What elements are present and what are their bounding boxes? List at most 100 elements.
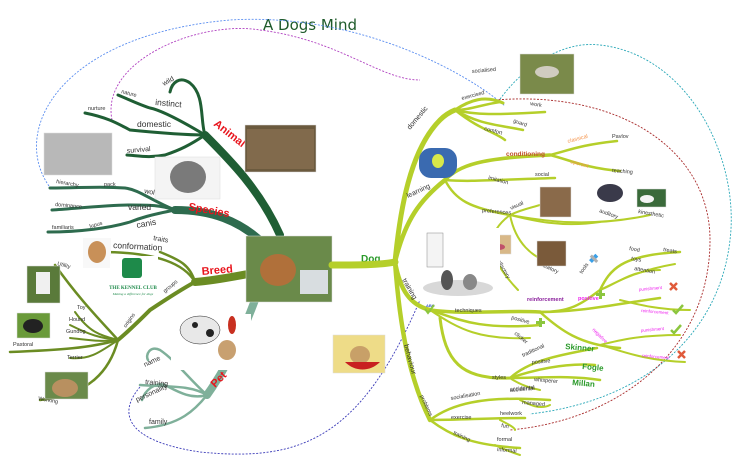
node-auditory: auditory (598, 208, 619, 220)
node-survival: survival (127, 146, 152, 155)
german-shepherd-eyes-photo (539, 186, 572, 218)
node-family: family (149, 419, 168, 426)
cross-icon (669, 282, 678, 291)
breed-branch (8, 250, 264, 402)
node-visual: visual (509, 200, 524, 211)
dog-branch (328, 97, 691, 456)
wolves-pack-photo (43, 132, 113, 176)
node-imitation: imitation (487, 175, 508, 186)
link-socialised-managed (497, 44, 732, 415)
gustatory-boxer-photo (536, 240, 567, 267)
node-accidental: accidental (510, 385, 535, 393)
node-lupus: lupus (89, 221, 103, 230)
plus-icon (536, 318, 545, 327)
node-managed: managed (522, 400, 545, 408)
node-pack: pack (104, 182, 116, 188)
node-varied: varied (128, 202, 151, 212)
abc-check-icon: ABC (424, 303, 435, 315)
node-traditional: traditional (521, 343, 545, 359)
node-gundog: Gundog (66, 329, 86, 335)
node-teaching: teaching (612, 168, 633, 176)
node-nurture: nurture (88, 106, 105, 112)
node-utility: Utility (56, 261, 71, 270)
node-food: food (629, 246, 641, 254)
status-icons: ABC (424, 253, 686, 359)
node-instinct: instinct (155, 97, 183, 109)
node-traits: traits (153, 235, 170, 245)
node-conditioning: conditioning (506, 151, 545, 158)
species-children: wolf pack hierarchy varied dominance can… (52, 179, 157, 231)
node-social: social (535, 172, 549, 178)
node-treats: treats (663, 247, 678, 255)
node-domestic-right: domestic (406, 105, 430, 131)
link-exercised-fun (494, 98, 711, 431)
behaviour-subtree: behaviour problems socialisation acciden… (402, 344, 545, 455)
breed-label[interactable]: Breed (201, 263, 233, 278)
node-skinner: Skinner (565, 342, 595, 354)
node-nature: nature (120, 89, 137, 99)
node-familiaris: familiaris (52, 225, 74, 231)
node-working: Working (38, 396, 59, 405)
node-hound: Hound (69, 317, 85, 323)
photos: THE KENNEL CLUB Making a difference for … (16, 53, 667, 400)
node-preferences: preferences (482, 208, 512, 217)
node-guard: guard (512, 118, 527, 128)
node-techniques: techniques (455, 308, 482, 314)
node-comfort: comfort (483, 126, 503, 137)
node-conformation: conformation (113, 240, 163, 253)
center-dog-figure (260, 254, 296, 286)
svg-text:ABC: ABC (426, 303, 435, 308)
link-domestic-domestic (110, 28, 421, 121)
node-pastoral: Pastoral (13, 342, 33, 348)
node-wolf: wolf (143, 188, 158, 197)
checkmark-icon (672, 304, 684, 315)
relationship-links (36, 18, 732, 455)
node-canis: canis (136, 217, 157, 230)
node-positive-style: positive (532, 358, 551, 366)
node-informal: informal (497, 447, 517, 455)
node-training: training (145, 379, 169, 388)
node-dominance: dominance (55, 202, 82, 210)
node-styles: styles (492, 375, 506, 381)
node-accidental-style: accidental (510, 386, 535, 394)
big-ears-dog-photo (597, 184, 623, 202)
plus-icon (596, 290, 605, 299)
node-formal: formal (497, 437, 512, 443)
checkmark-icon (670, 324, 682, 335)
node-socialised: socialised (472, 67, 497, 75)
dog-label[interactable]: Dog (361, 254, 380, 265)
animal-branch (83, 78, 284, 239)
node-kinesthetic: kinesthetic (638, 209, 665, 219)
node-socialisation: socialisation (450, 391, 481, 402)
node-pavlov: Pavlov (612, 134, 629, 140)
node-positive-technique: positive (510, 315, 530, 326)
node-work: work (529, 101, 543, 109)
animal-children: wild instinct nature domestic nurture su… (88, 76, 183, 155)
node-negative-reinforcement: reinforcement (642, 353, 671, 360)
kennel-club-name: THE KENNEL CLUB (109, 286, 157, 291)
node-fogle: Fogle (582, 362, 605, 373)
node-tools: tools (579, 262, 591, 275)
node-behaviour: behaviour (402, 344, 417, 376)
node-exercised: exercised (461, 90, 485, 102)
node-toy: Toy (77, 305, 86, 311)
node-heelwork: heelwork (500, 411, 522, 417)
cross-icon (677, 350, 686, 359)
node-reinforcement: reinforcement (527, 297, 564, 303)
node-name: name (143, 355, 162, 369)
node-whisperer: whisperer (533, 377, 558, 385)
node-classical: classical (567, 134, 589, 145)
kennel-club-tagline: Making a difference for dogs (112, 292, 154, 296)
center-photo-water (300, 270, 328, 294)
pet-children: name training personality family (135, 355, 169, 426)
node-exercise: exercise (451, 415, 471, 421)
node-hierarchy: hierarchy (56, 179, 80, 189)
node-positive-reinforcement-leaf: reinforcement (641, 308, 670, 315)
node-terrier: Terrier (67, 355, 83, 361)
pet-branch (138, 296, 259, 430)
node-fun: fun (501, 423, 510, 430)
node-negative-punishment: punishment (641, 326, 665, 333)
node-operant: operant (569, 159, 589, 170)
node-millan: Millan (572, 378, 595, 389)
